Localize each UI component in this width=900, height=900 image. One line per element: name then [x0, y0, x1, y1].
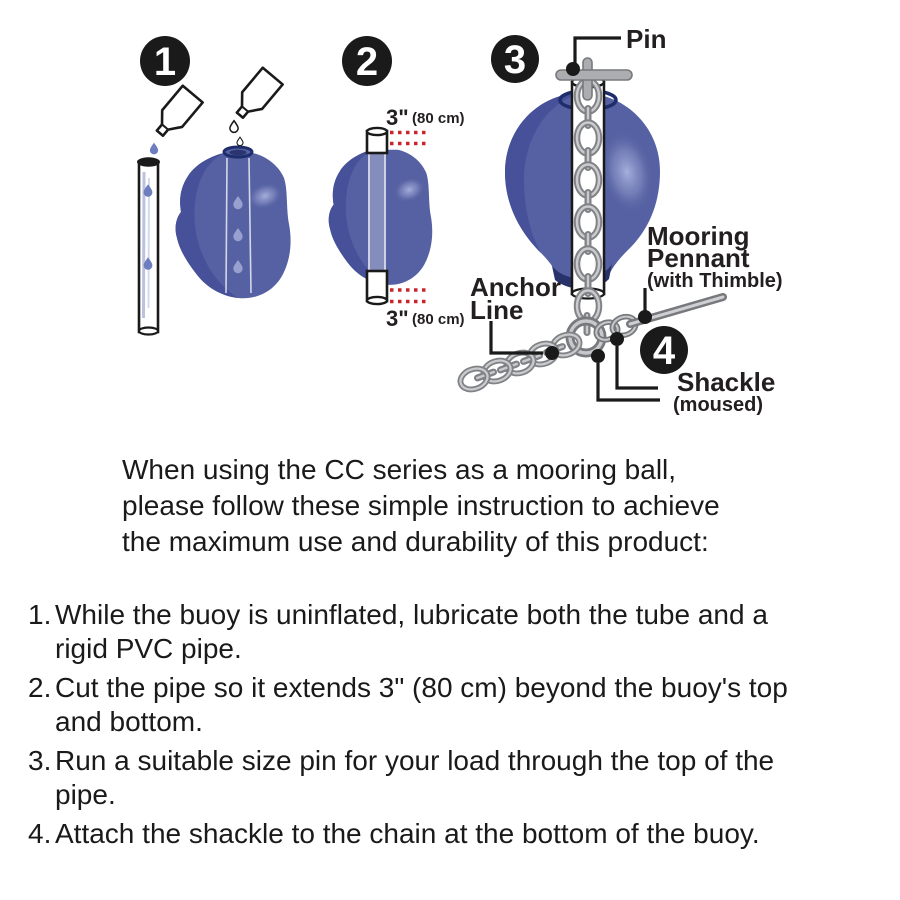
list-item: 2. Cut the pipe so it extends 3" (80 cm)…	[28, 671, 883, 739]
item-text: Cut the pipe so it extends 3" (80 cm) be…	[55, 672, 788, 737]
step4-badge: 4	[640, 326, 688, 374]
buoy1-neck	[222, 145, 254, 159]
top-measure-unit: (80 cm)	[412, 110, 465, 127]
pennant-label-2: Pennant	[647, 243, 750, 273]
item-text: Attach the shackle to the chain at the b…	[55, 818, 760, 849]
bottom-measure-unit: (80 cm)	[412, 311, 465, 328]
item-text: While the buoy is uninflated, lubricate …	[55, 599, 768, 664]
step4-number: 4	[653, 329, 676, 373]
callout-dots	[545, 62, 652, 363]
step1-number: 1	[154, 40, 176, 84]
anchor-chain	[458, 331, 583, 393]
step1-figure: 1	[137, 36, 291, 336]
list-item: 1. While the buoy is uninflated, lubrica…	[28, 598, 883, 666]
glue-bottle-icon	[228, 66, 284, 125]
glue-drop	[149, 142, 159, 155]
step1-badge: 1	[140, 36, 190, 86]
pvc-pipe	[365, 126, 389, 306]
shackle-label: Shackle	[677, 367, 775, 397]
item-text: Run a suitable size pin for your load th…	[55, 745, 775, 810]
anchor-line-label-1: Anchor	[470, 272, 561, 302]
bottom-measure-value: 3"	[386, 306, 409, 331]
shackle-note-label: (moused)	[673, 394, 763, 416]
step2-number: 2	[356, 40, 378, 84]
pin-label: Pin	[626, 24, 666, 54]
tube	[137, 157, 160, 336]
step2-figure: 2 3" (80 cm) 3" (80 cm)	[328, 36, 465, 331]
step3-badge: 3	[491, 35, 539, 83]
list-item: 4. Attach the shackle to the chain at th…	[28, 817, 883, 851]
buoy1-channel	[225, 157, 252, 294]
instruction-list: 1. While the buoy is uninflated, lubrica…	[28, 598, 883, 856]
item-number: 4.	[28, 818, 52, 849]
pennant-label-1: Mooring	[647, 221, 750, 251]
list-item: 3. Run a suitable size pin for your load…	[28, 744, 883, 812]
top-measure-value: 3"	[386, 105, 409, 130]
item-number: 2.	[28, 672, 52, 703]
glue-bottle-icon	[148, 84, 204, 143]
callout-lines	[489, 36, 660, 402]
item-number: 3.	[28, 745, 52, 776]
anchor-line-label-2: Line	[470, 295, 523, 325]
measure-marks	[390, 130, 428, 304]
step2-badge: 2	[342, 36, 392, 86]
pennant-note-label: (with Thimble)	[647, 270, 783, 292]
step3-figure: 3	[458, 24, 783, 416]
step3-number: 3	[504, 38, 526, 82]
mooring-diagram: 1	[137, 24, 783, 416]
intro-paragraph: When using the CC series as a mooring ba…	[122, 454, 720, 557]
item-number: 1.	[28, 599, 52, 630]
glue-drops	[229, 120, 244, 147]
uninflated-buoy	[175, 153, 291, 299]
